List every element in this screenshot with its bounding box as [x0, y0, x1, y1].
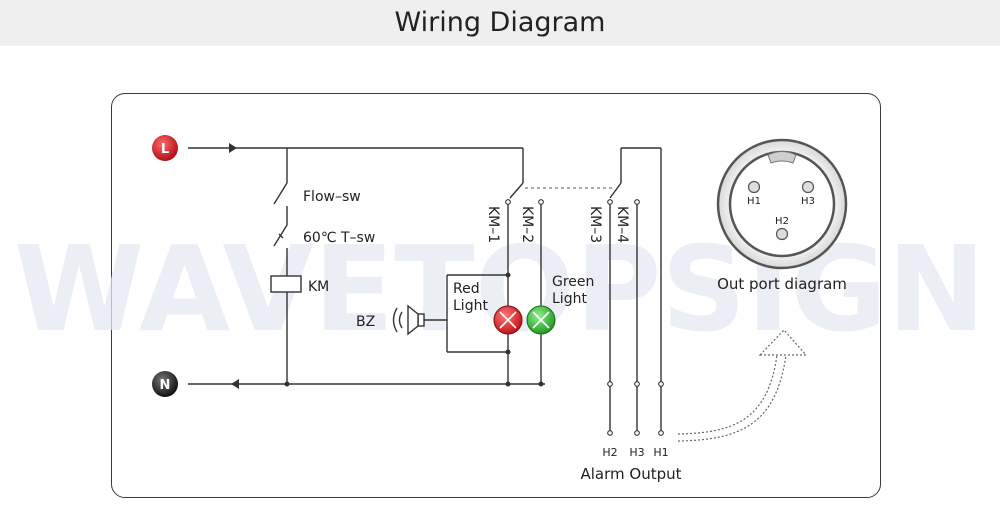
arrow-l — [229, 143, 237, 153]
km-coil-label: KM — [308, 279, 329, 295]
line-terminal-label: L — [161, 142, 169, 157]
wires — [188, 147, 662, 433]
line-terminal: L — [152, 135, 178, 161]
green-light-label-1: Green — [552, 274, 594, 290]
flow-switch-label: Flow–sw — [303, 189, 361, 205]
buzzer-label: BZ — [356, 314, 375, 330]
out-port-connector — [716, 138, 848, 270]
contact-points — [284, 199, 664, 436]
red-light-label-2: Light — [453, 298, 488, 314]
out-port-label: Out port diagram — [717, 275, 847, 293]
arrow-n — [231, 379, 239, 389]
alarm-pin-h3: H3 — [629, 446, 644, 459]
buzzer-icon — [392, 304, 425, 336]
green-light — [526, 305, 556, 335]
alarm-pin-h1: H1 — [653, 446, 668, 459]
neutral-terminal: N — [152, 371, 178, 397]
alarm-output-label: Alarm Output — [580, 465, 681, 483]
port-pin-h3: H3 — [801, 196, 815, 207]
km2-label: KM–2 — [519, 206, 535, 243]
temp-switch-label: 60℃ T–sw — [303, 230, 375, 246]
red-light-label-1: Red — [453, 281, 480, 297]
km3-label: KM–3 — [587, 206, 603, 243]
km4-label: KM–4 — [614, 206, 630, 243]
green-light-label-2: Light — [552, 291, 587, 307]
km1-label: KM–1 — [485, 206, 501, 243]
port-pin-h2: H2 — [775, 216, 789, 227]
red-light — [493, 305, 523, 335]
header-bar: Wiring Diagram — [0, 0, 1000, 46]
output-arrow-head — [758, 329, 808, 356]
output-connector-arrow-inner — [677, 354, 778, 435]
neutral-terminal-label: N — [160, 378, 171, 393]
port-pin-h1: H1 — [747, 196, 761, 207]
output-connector-arrow — [677, 354, 787, 442]
diagram-frame — [111, 93, 881, 498]
km-coil — [270, 275, 302, 293]
page-title: Wiring Diagram — [394, 7, 606, 38]
alarm-pin-h2: H2 — [602, 446, 617, 459]
